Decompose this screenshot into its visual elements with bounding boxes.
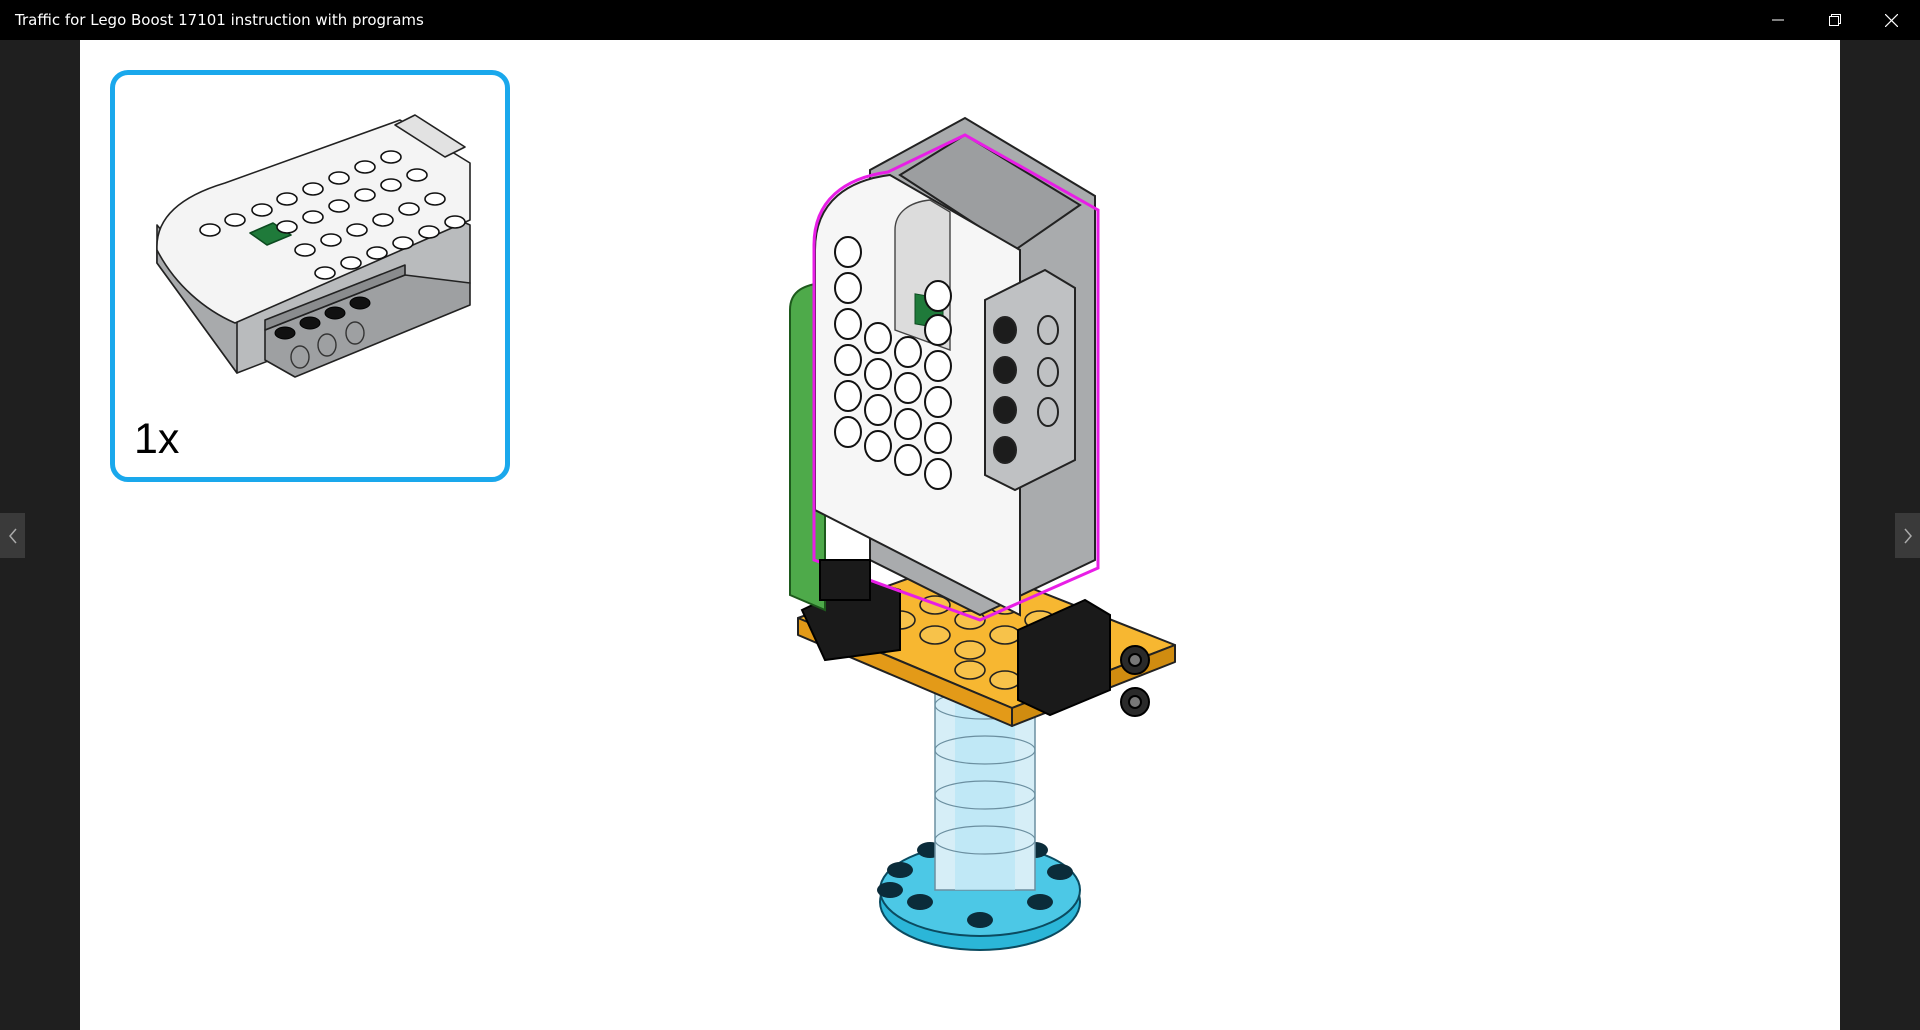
- part-quantity: 1x: [134, 415, 180, 463]
- next-page-button[interactable]: [1895, 513, 1920, 558]
- title-bar: Traffic for Lego Boost 17101 instruction…: [0, 0, 1920, 40]
- parts-callout: 1x: [110, 70, 510, 482]
- move-hub-icon: [156, 114, 471, 378]
- restore-icon: [1828, 14, 1841, 26]
- minimize-icon: [1771, 19, 1784, 21]
- window-title: Traffic for Lego Boost 17101 instruction…: [15, 11, 424, 29]
- assembled-model: [789, 116, 1176, 951]
- chevron-left-icon: [8, 528, 17, 543]
- chevron-right-icon: [1903, 528, 1912, 543]
- close-button[interactable]: [1863, 0, 1920, 40]
- black-connector: [1017, 598, 1150, 717]
- previous-page-button[interactable]: [0, 513, 25, 558]
- close-icon: [1885, 13, 1898, 27]
- restore-button[interactable]: [1806, 0, 1863, 40]
- minimize-button[interactable]: [1749, 0, 1806, 40]
- highlight-outline: [812, 133, 1100, 622]
- instruction-page: 1x: [80, 40, 1840, 1030]
